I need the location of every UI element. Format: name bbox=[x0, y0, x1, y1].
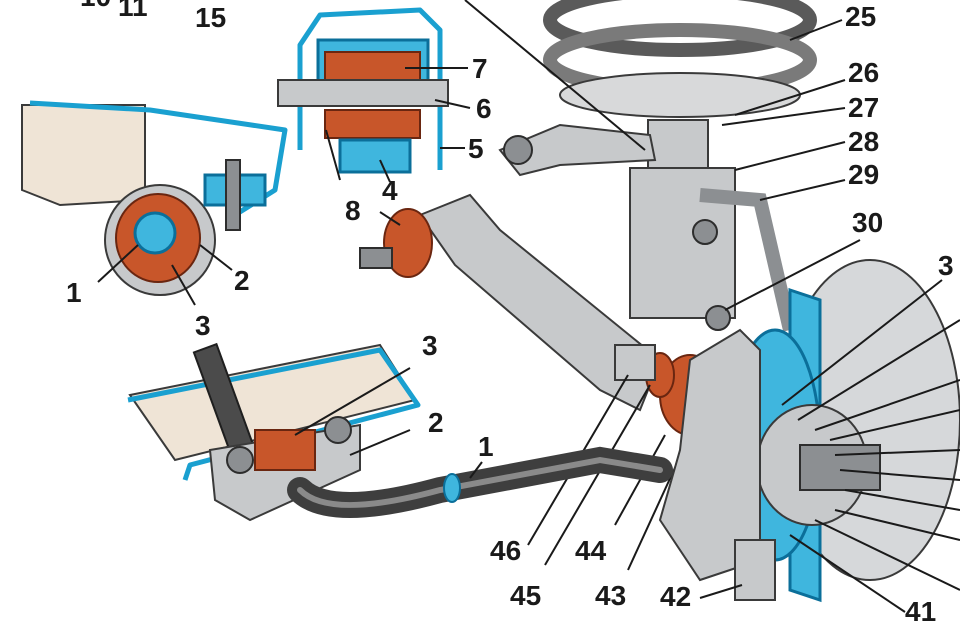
stabilizer-mount-detail bbox=[127, 342, 673, 522]
callout-45: 45 bbox=[510, 580, 541, 611]
body-panel bbox=[21, 104, 146, 207]
callout-29: 29 bbox=[848, 159, 879, 190]
axle-bolt bbox=[277, 79, 449, 107]
callout-27: 27 bbox=[848, 92, 879, 123]
callout-28: 28 bbox=[848, 126, 879, 157]
callout-3-hub: 3 bbox=[938, 250, 954, 281]
mount-bolt-right bbox=[324, 416, 352, 444]
lower-arm bbox=[359, 193, 721, 571]
callout-7: 7 bbox=[472, 53, 488, 84]
callout-2-bottom: 2 bbox=[428, 407, 444, 438]
callout-42: 42 bbox=[660, 581, 691, 612]
callouts: 10 11 15 25 26 27 28 29 30 7 6 5 4 8 1 2… bbox=[66, 0, 954, 621]
steering-arm bbox=[498, 123, 657, 177]
drive-shaft-spline bbox=[799, 444, 881, 491]
lower-insert bbox=[338, 138, 412, 174]
callout-6: 6 bbox=[476, 93, 492, 124]
callout-30: 30 bbox=[852, 207, 883, 238]
callout-41: 41 bbox=[905, 596, 936, 621]
strut-bolt-lower bbox=[705, 305, 731, 331]
steering-knuckle bbox=[658, 328, 761, 582]
callout-15: 15 bbox=[195, 2, 226, 33]
callout-46: 46 bbox=[490, 535, 521, 566]
callout-5: 5 bbox=[468, 133, 484, 164]
bushing-bracket-detail bbox=[21, 100, 288, 306]
strut-bolt-upper bbox=[692, 219, 718, 245]
arm-nut bbox=[359, 247, 393, 269]
mount-cushion bbox=[254, 429, 316, 471]
bracket-shell bbox=[297, 7, 443, 170]
callout-2-top: 2 bbox=[234, 265, 250, 296]
callout-3-top: 3 bbox=[195, 310, 211, 341]
strut-rod-boot bbox=[647, 119, 709, 171]
callout-25: 25 bbox=[845, 1, 876, 32]
callout-4: 4 bbox=[382, 175, 398, 206]
bar-end-cut bbox=[443, 473, 461, 503]
callout-3-bottom: 3 bbox=[422, 330, 438, 361]
callout-1-bottom: 1 bbox=[478, 431, 494, 462]
upper-rubber bbox=[324, 51, 421, 81]
mount-bolt-left bbox=[226, 446, 254, 474]
lower-ball-stud bbox=[734, 539, 776, 601]
stabilizer-bar-highlight bbox=[297, 456, 663, 508]
stabilizer-bar-section bbox=[133, 211, 177, 255]
silent-block-section bbox=[277, 7, 471, 183]
callout-8: 8 bbox=[345, 195, 361, 226]
callout-10: 10 bbox=[80, 0, 111, 12]
ball-joint-housing bbox=[614, 344, 656, 381]
strut-assembly bbox=[464, 0, 861, 332]
hub-assembly bbox=[658, 259, 960, 613]
callout-43: 43 bbox=[595, 580, 626, 611]
bracket-bolt bbox=[225, 159, 241, 231]
lower-rubber bbox=[324, 109, 421, 139]
arm-bushing bbox=[383, 208, 433, 278]
callout-44: 44 bbox=[575, 535, 607, 566]
callout-26: 26 bbox=[848, 57, 879, 88]
floor-panel-edge bbox=[127, 347, 421, 481]
callout-11: 11 bbox=[118, 0, 148, 22]
coil-spring-top bbox=[543, 0, 817, 57]
steering-arm-eye bbox=[503, 135, 533, 165]
callout-1-top: 1 bbox=[66, 277, 82, 308]
